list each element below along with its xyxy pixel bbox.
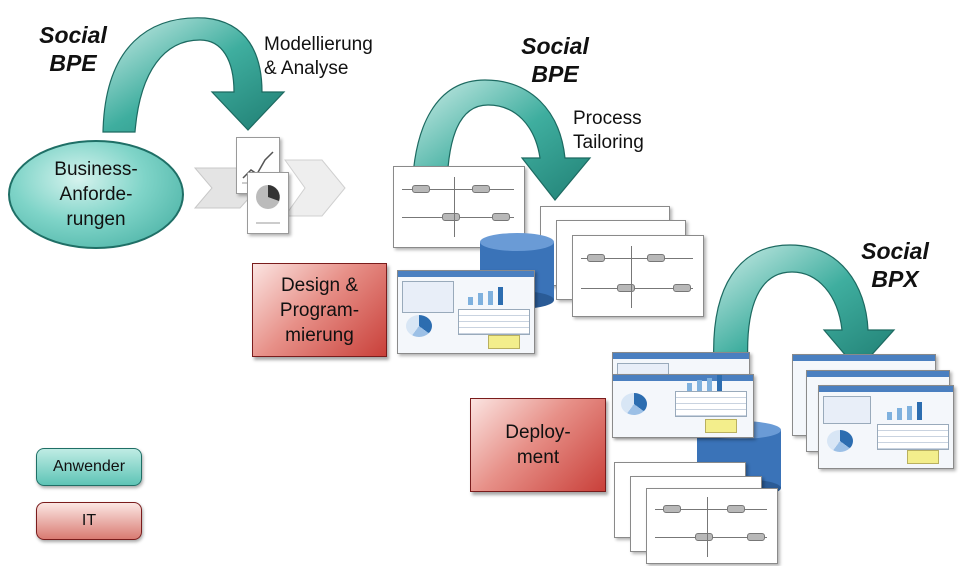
business-line-1: Business- xyxy=(54,159,138,180)
modellierung-label: Modellierung & Analyse xyxy=(264,33,373,81)
bpe-text: BPE xyxy=(49,50,97,76)
process-line: Process xyxy=(573,108,642,129)
social-text: Social xyxy=(861,238,929,264)
process-tailoring-label: Process Tailoring xyxy=(573,107,644,155)
pie-chart-icon xyxy=(256,185,280,224)
social-bpx-label: Social BPX xyxy=(855,237,935,293)
social-text: Social xyxy=(521,33,589,59)
curved-arrow-3 xyxy=(713,244,896,371)
deployment-line-2: ment xyxy=(516,447,560,468)
design-line-1: Design & xyxy=(280,274,359,296)
tailoring-line: Tailoring xyxy=(573,132,644,153)
social-bpe-label-2: Social BPE xyxy=(515,32,595,88)
business-anforderungen-ellipse: Business- Anforde- rungen xyxy=(8,140,184,249)
design-line-3: mierung xyxy=(285,324,354,346)
bpe-text: BPE xyxy=(531,61,579,87)
process-model-sheet xyxy=(572,235,704,317)
social-bpe-label-1: Social BPE xyxy=(38,21,108,77)
legend-anwender: Anwender xyxy=(36,448,142,486)
deployment-box: Deploy- ment xyxy=(470,398,606,492)
modellierung-line-1: Modellierung xyxy=(264,34,373,55)
design-programmierung-box: Design & Program- mierung xyxy=(252,263,387,357)
design-line-2: Program- xyxy=(279,299,360,321)
app-screenshot xyxy=(818,385,954,469)
curved-arrow-1 xyxy=(102,17,286,133)
legend-anwender-label: Anwender xyxy=(52,458,126,475)
legend-it-label: IT xyxy=(81,512,97,529)
modellierung-line-2: & Analyse xyxy=(264,58,349,79)
social-text: Social xyxy=(39,22,107,48)
curved-arrow-2 xyxy=(411,79,592,211)
analysis-doc-pie xyxy=(247,172,289,234)
business-line-3: rungen xyxy=(66,209,126,230)
app-screenshot xyxy=(612,374,754,438)
deployment-line-1: Deploy- xyxy=(505,422,571,443)
process-model-sheet xyxy=(646,488,778,564)
bpx-text: BPX xyxy=(871,266,919,292)
business-line-2: Anforde- xyxy=(59,184,133,205)
app-screenshot xyxy=(397,270,535,354)
legend-it: IT xyxy=(36,502,142,540)
